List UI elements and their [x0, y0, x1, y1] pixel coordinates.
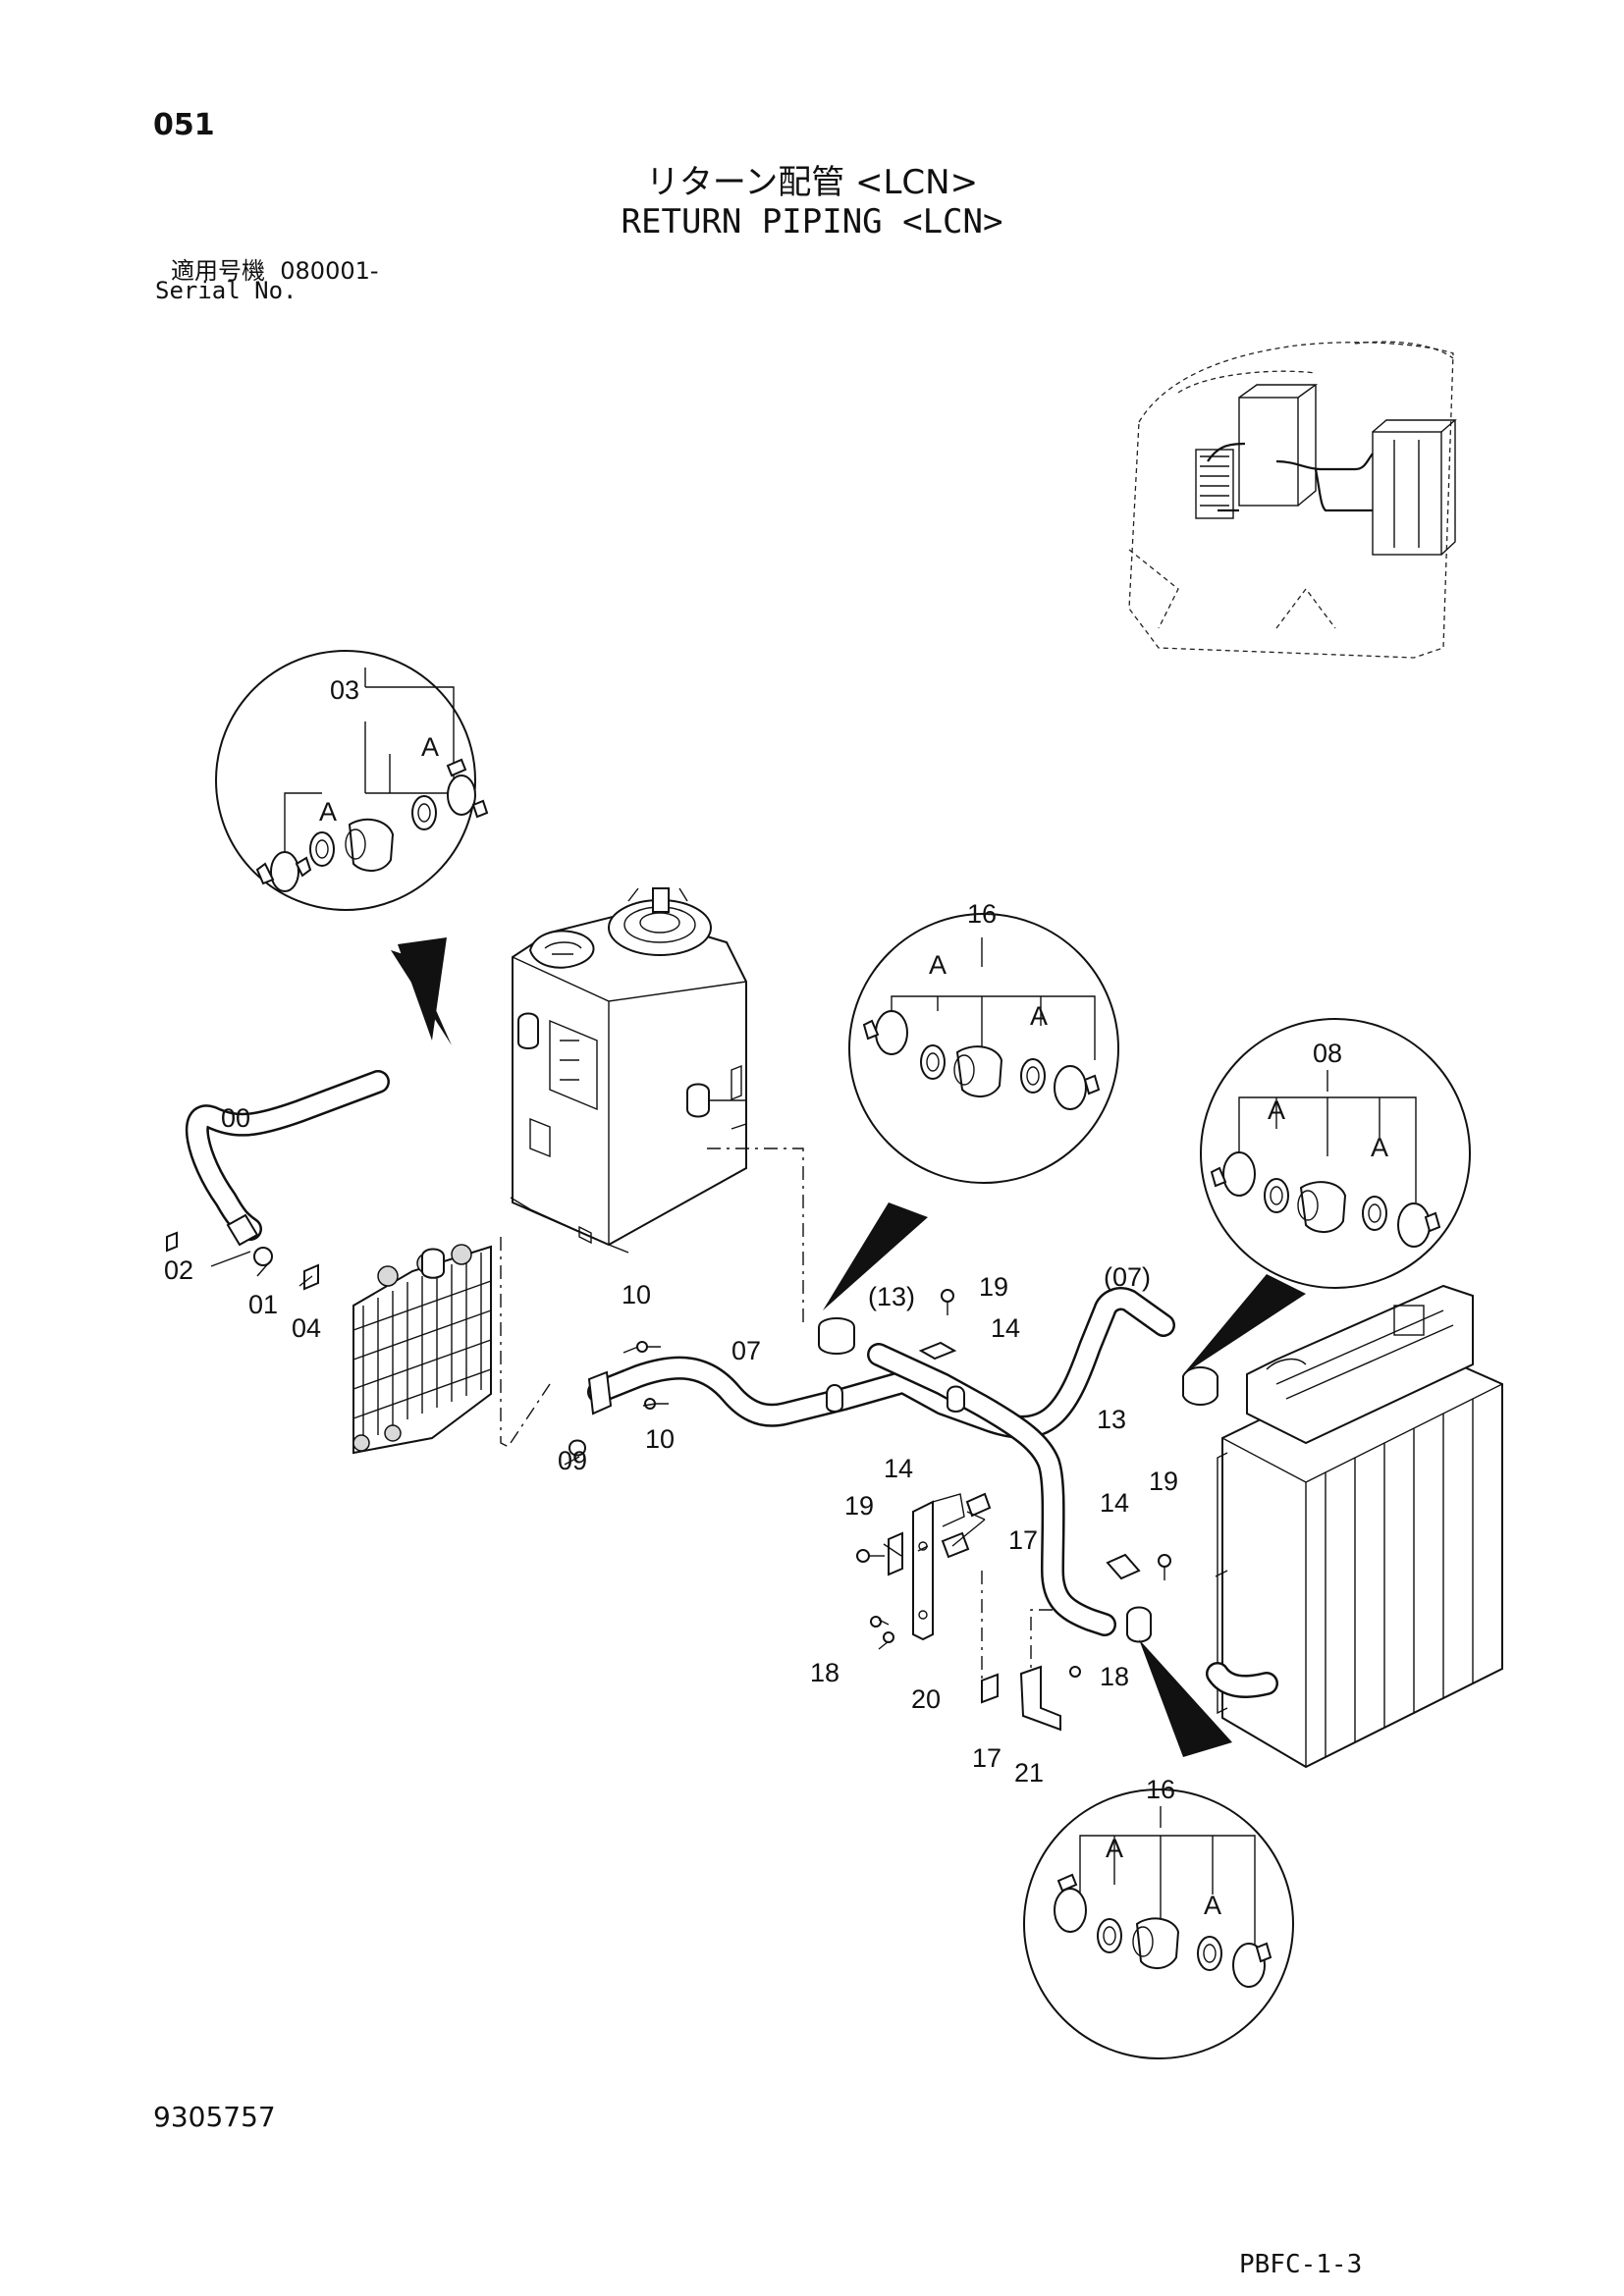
callout-label: 20	[911, 1684, 941, 1714]
detail-16-lower-sub-label: A	[1106, 1834, 1123, 1863]
radiator-oil-cooler	[1206, 1284, 1503, 1769]
hose-00	[185, 1070, 390, 1247]
callout-label: 17	[972, 1743, 1001, 1773]
detail-view-03	[215, 650, 489, 1045]
bracket-21	[981, 1665, 1081, 1732]
detail-03-part-label: 03	[330, 675, 359, 705]
callout-label: 19	[979, 1272, 1008, 1302]
pipe-fittings	[166, 1231, 1218, 1643]
detail-16-lower-part-label: 16	[1146, 1775, 1175, 1804]
callout-label: (13)	[868, 1282, 915, 1311]
callout-label: 10	[645, 1424, 675, 1454]
callout-label: 00	[221, 1103, 250, 1133]
callout-label: 02	[164, 1255, 193, 1285]
detail-view-16-lower	[1023, 1639, 1294, 2059]
clamp-right	[446, 758, 489, 819]
detail-16-lower-sub-label: A	[1204, 1891, 1221, 1920]
clamp-left	[255, 851, 312, 892]
callout-label: (07)	[1104, 1262, 1151, 1292]
callout-label: 18	[810, 1658, 839, 1687]
serial-value: 080001-	[280, 257, 379, 285]
callout-label: 14	[991, 1313, 1020, 1343]
callout-label: 18	[1100, 1662, 1129, 1691]
hydraulic-tank	[510, 887, 747, 1254]
page-title-japanese: リターン配管 <LCN>	[645, 163, 979, 202]
detail-16-upper-sub-label: A	[1030, 1001, 1048, 1031]
callout-label: 07	[731, 1336, 761, 1365]
serial-label-japanese: 適用号機	[171, 257, 265, 285]
callout-label: 09	[558, 1446, 587, 1475]
page-title-english: RETURN PIPING <LCN>	[621, 202, 1003, 241]
callout-label: 14	[884, 1454, 913, 1483]
detail-view-16-upper	[823, 913, 1119, 1310]
callout-label: 14	[1100, 1488, 1129, 1518]
detail-08-part-label: 08	[1313, 1039, 1342, 1068]
callout-label: 04	[292, 1313, 321, 1343]
detail-08-sub-label: A	[1268, 1095, 1285, 1125]
detail-03-sub-label: A	[421, 732, 439, 762]
callout-label: 01	[248, 1290, 278, 1319]
detail-16-upper-sub-label: A	[929, 950, 947, 980]
callout-label: 19	[1149, 1467, 1178, 1496]
document-number: 9305757	[153, 2101, 276, 2133]
serial-label-english: Serial No.	[155, 277, 298, 304]
callout-label: 10	[622, 1280, 651, 1309]
page-number: 051	[153, 108, 215, 142]
control-valve	[352, 1244, 492, 1455]
callout-label: 13	[1097, 1405, 1126, 1434]
callout-label: 21	[1014, 1758, 1044, 1788]
detail-08-sub-label: A	[1371, 1133, 1388, 1162]
callout-label: 19	[844, 1491, 874, 1521]
callout-label: 17	[1008, 1525, 1038, 1555]
pipe-13	[867, 1343, 1116, 1636]
detail-16-upper-part-label: 16	[967, 899, 997, 929]
detail-03-sub-label: A	[319, 797, 337, 827]
serial-line: 適用号機 080001-	[171, 251, 379, 286]
page-code: PBFC-1-3	[1239, 2250, 1363, 2279]
leader-lines	[210, 1148, 1053, 1681]
machine-locator-thumbnail	[1128, 341, 1457, 659]
detail-view-08	[1183, 1018, 1471, 1374]
